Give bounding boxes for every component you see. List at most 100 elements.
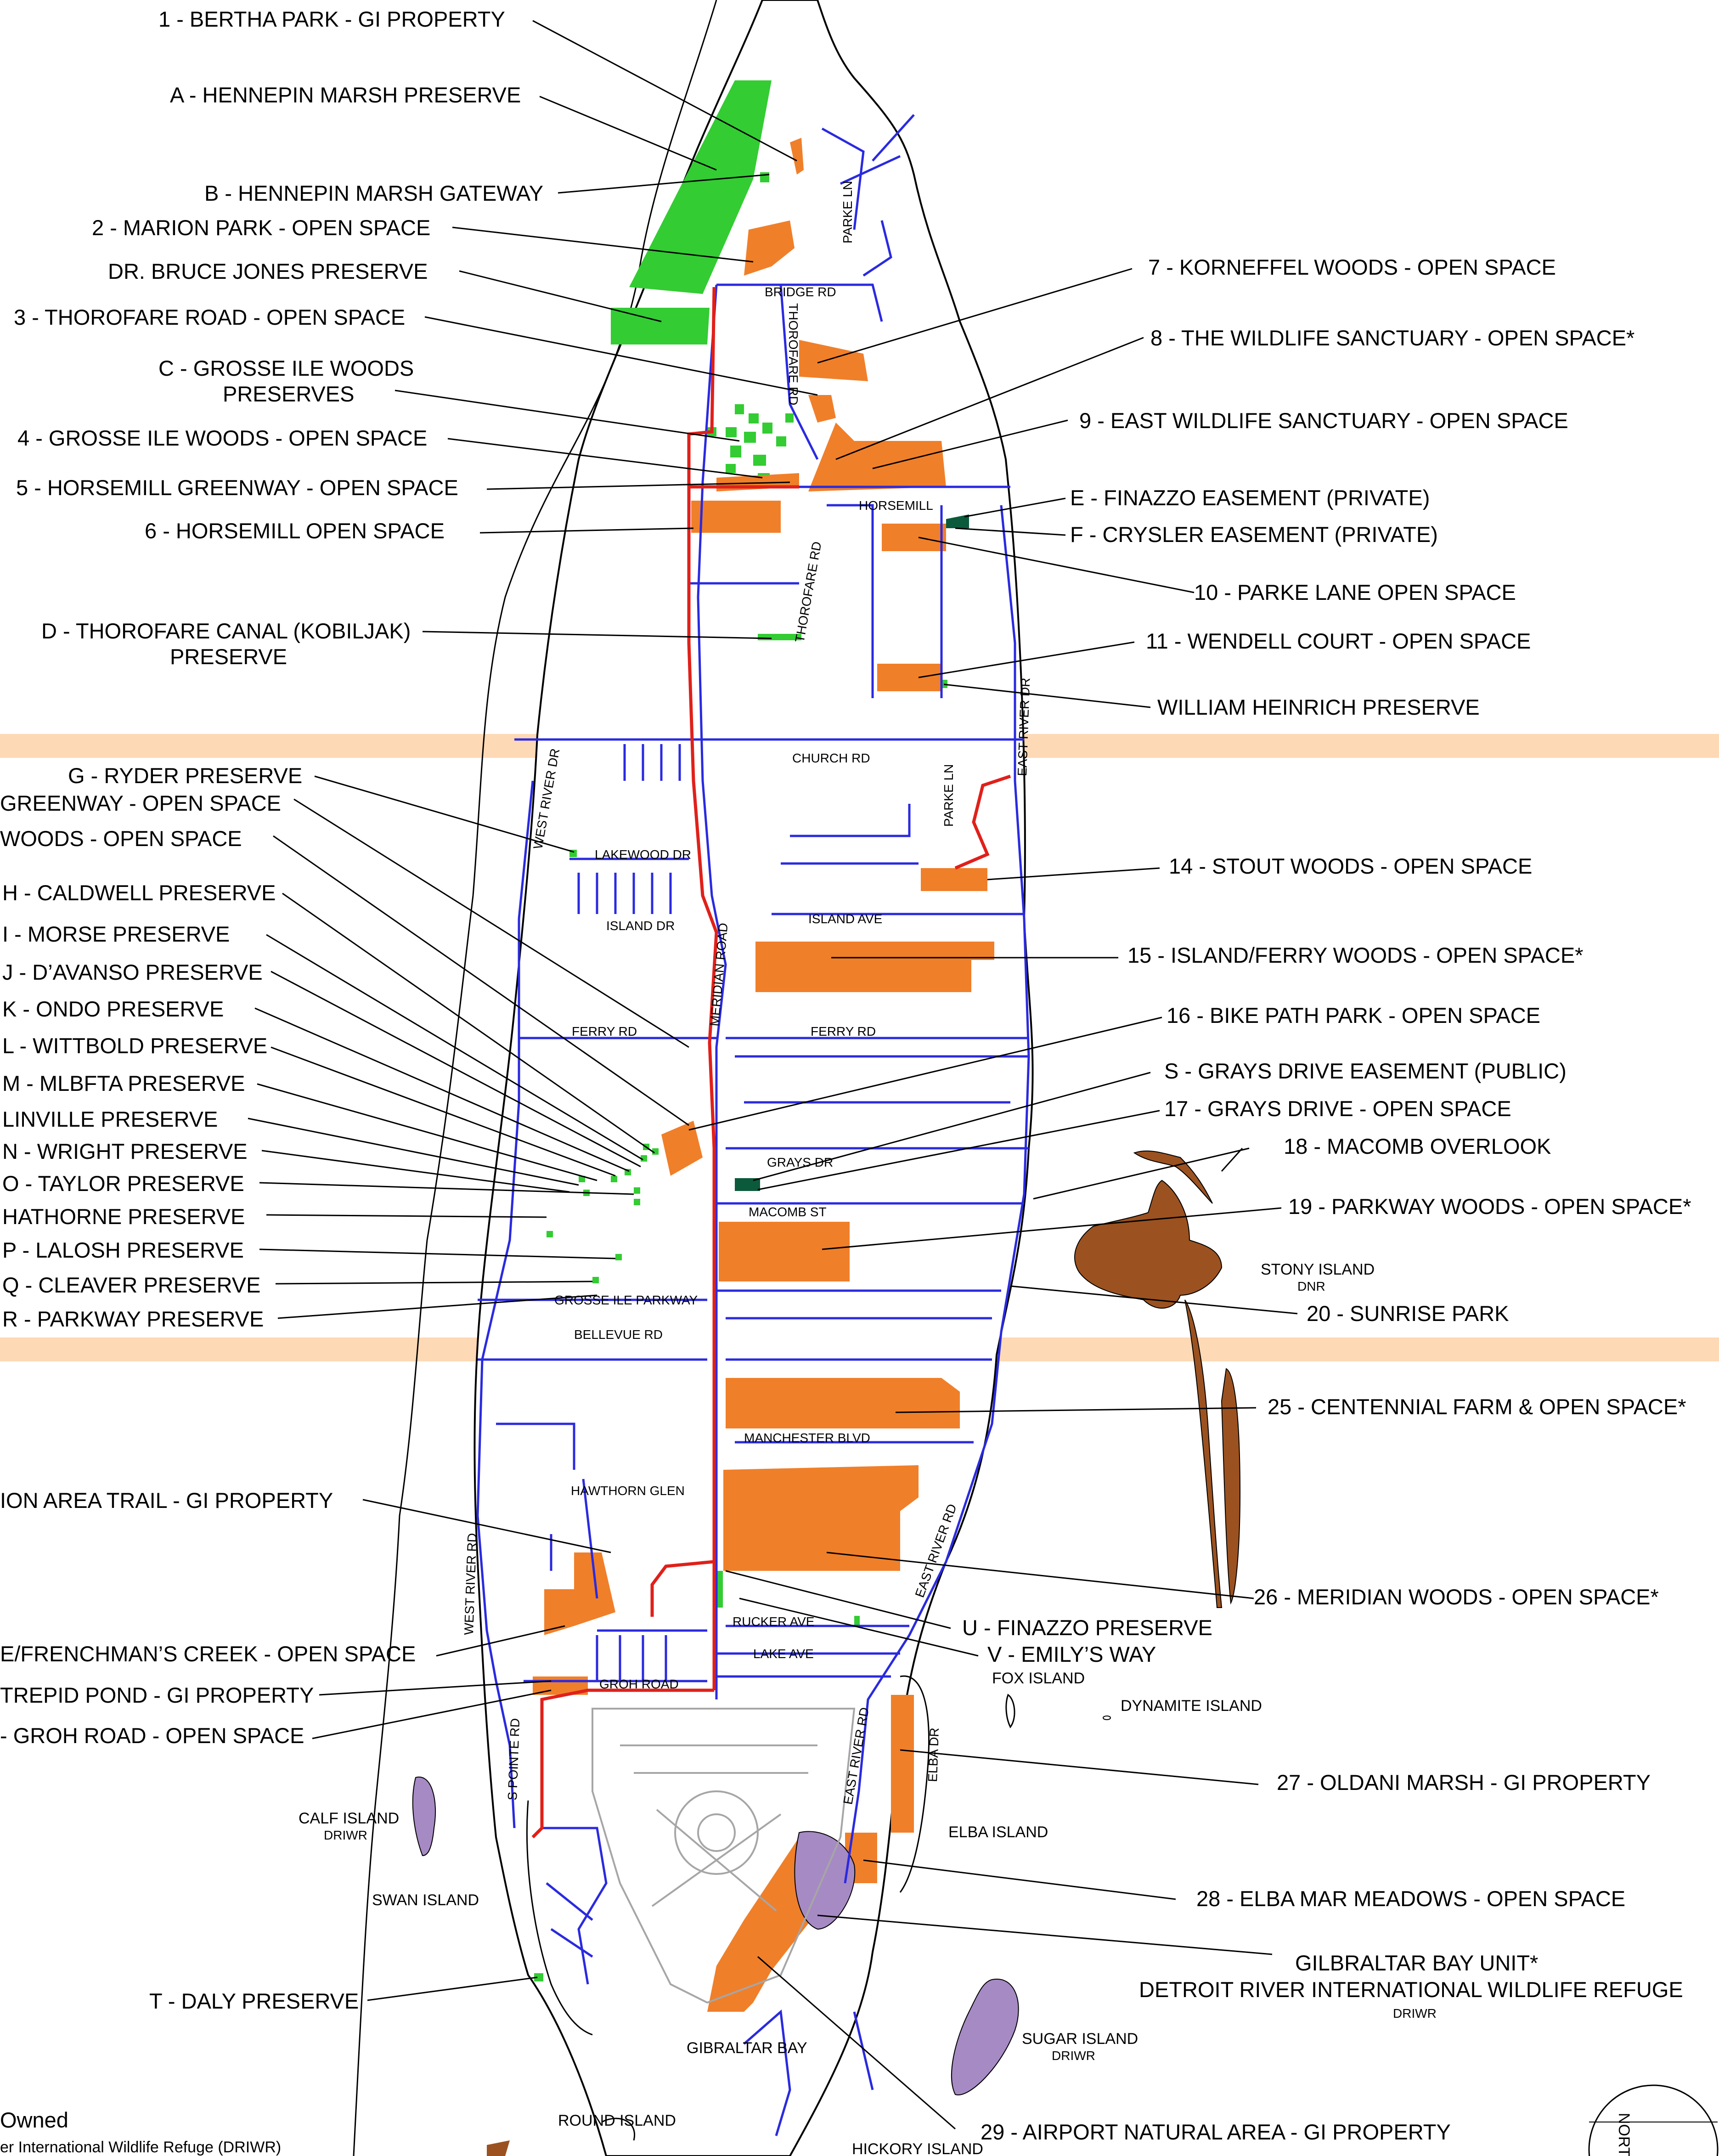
label-gibraltar-bay: GIBRALTAR BAY <box>687 2039 807 2057</box>
label-round-island: ROUND ISLAND <box>558 2112 676 2129</box>
label-calf-driwr: DRIWR <box>324 1828 367 1842</box>
wendell-court <box>877 664 941 691</box>
label-elba-island: ELBA ISLAND <box>948 1823 1048 1841</box>
street-macomb-st: MACOMB ST <box>749 1205 827 1219</box>
label-grays-drive-easement: S - GRAYS DRIVE EASEMENT (PUBLIC) <box>1164 1059 1567 1083</box>
label-grays-drive: 17 - GRAYS DRIVE - OPEN SPACE <box>1164 1096 1511 1121</box>
label-lalosh-preserve: P - LALOSH PRESERVE <box>2 1238 244 1262</box>
marion-park <box>744 220 795 276</box>
label-driwr-small: DRIWR <box>1393 2006 1437 2021</box>
fox-island <box>1005 1693 1015 1728</box>
parke-lane-open-space <box>882 524 946 551</box>
label-wright-preserve: N - WRIGHT PRESERVE <box>2 1139 248 1163</box>
label-cleaver-preserve: Q - CLEAVER PRESERVE <box>2 1273 260 1297</box>
label-finazzo-preserve: U - FINAZZO PRESERVE <box>962 1615 1212 1640</box>
finazzo-easement <box>946 514 969 528</box>
label-fox-island: FOX ISLAND <box>992 1670 1085 1687</box>
swan-island-outline <box>526 1800 593 2036</box>
label-meridian-woods: 26 - MERIDIAN WOODS - OPEN SPACE* <box>1254 1585 1659 1609</box>
label-ryder-preserve: G - RYDER PRESERVE <box>68 763 302 788</box>
label-hennepin-marsh-preserve: A - HENNEPIN MARSH PRESERVE <box>170 83 521 107</box>
label-parkway-preserve: R - PARKWAY PRESERVE <box>2 1307 264 1331</box>
label-horsemill-open-space: 6 - HORSEMILL OPEN SPACE <box>145 519 445 543</box>
label-grosse-ile-woods-preserves-2: PRESERVES <box>223 382 354 406</box>
island-ferry-woods <box>755 942 994 992</box>
label-grosse-ile-woods-preserves-1: C - GROSSE ILE WOODS <box>158 356 414 380</box>
left-labels: 1 - BERTHA PARK - GI PROPERTY A - HENNEP… <box>0 7 543 2013</box>
label-wittbold-preserve: L - WITTBOLD PRESERVE <box>2 1033 267 1058</box>
label-ion-area-trail: ION AREA TRAIL - GI PROPERTY <box>0 1488 333 1513</box>
bertha-park <box>790 138 804 175</box>
label-sugar-island: SUGAR ISLAND <box>1022 2030 1138 2048</box>
label-groh-road: - GROH ROAD - OPEN SPACE <box>0 1723 304 1748</box>
macomb-overlook <box>1133 1150 1213 1204</box>
west-river-drive <box>476 780 534 1829</box>
hennepin-marsh-gateway <box>760 172 769 182</box>
round-island <box>601 2117 635 2141</box>
label-stony-island: STONY ISLAND <box>1261 1261 1375 1278</box>
legend-driwr: er International Wildlife Refuge (DRIWR) <box>0 2139 281 2156</box>
label-horsemill-greenway: 5 - HORSEMILL GREENWAY - OPEN SPACE <box>16 475 458 500</box>
label-woods-open-space: WOODS - OPEN SPACE <box>0 826 242 851</box>
airport-grounds <box>592 1708 856 2004</box>
label-east-wildlife-sanctuary: 9 - EAST WILDLIFE SANCTUARY - OPEN SPACE <box>1079 408 1568 433</box>
elba-island <box>899 1675 930 1893</box>
label-caldwell-preserve: H - CALDWELL PRESERVE <box>2 880 276 905</box>
street-west-river-rd-south: WEST RIVER RD <box>462 1533 479 1635</box>
gibraltar-bay-unit <box>794 1831 856 1930</box>
label-morse-preserve: I - MORSE PRESERVE <box>2 922 230 946</box>
label-dynamite-island: DYNAMITE ISLAND <box>1121 1697 1262 1715</box>
street-thorofare-rd-north: THOROFARE RD <box>786 303 800 405</box>
label-korneffel-woods: 7 - KORNEFFEL WOODS - OPEN SPACE <box>1148 255 1556 279</box>
east-river-drive <box>844 505 1030 1884</box>
street-church-rd: CHURCH RD <box>792 751 870 765</box>
street-rucker-ave: RUCKER AVE <box>733 1614 814 1629</box>
meridian-woods <box>723 1465 919 1571</box>
north-arrow: NORT <box>1588 2084 1719 2156</box>
label-wendell-court: 11 - WENDELL COURT - OPEN SPACE <box>1146 629 1531 653</box>
label-bertha-park: 1 - BERTHA PARK - GI PROPERTY <box>158 7 505 31</box>
place-labels: STONY ISLAND DNR FOX ISLAND DYNAMITE ISL… <box>299 1261 1375 2156</box>
sugar-island <box>951 1978 1019 2095</box>
label-oldani-marsh: 27 - OLDANI MARSH - GI PROPERTY <box>1277 1770 1651 1795</box>
street-parke-ln-north: PARKE LN <box>840 181 855 243</box>
calf-island <box>412 1776 436 1857</box>
dynamite-island <box>1103 1716 1111 1720</box>
refuge-areas <box>412 1776 1019 2095</box>
street-island-dr: ISLAND DR <box>606 919 675 933</box>
label-swan-island: SWAN ISLAND <box>372 1891 479 1909</box>
street-ferry-rd-west: FERRY RD <box>572 1024 637 1038</box>
label-gibraltar-bay-unit: GILBRALTAR BAY UNIT* <box>1295 1951 1538 1975</box>
label-centennial-farm: 25 - CENTENNIAL FARM & OPEN SPACE* <box>1268 1394 1686 1419</box>
leader-lines <box>248 20 1298 2130</box>
label-hathorne-preserve: HATHORNE PRESERVE <box>2 1204 245 1229</box>
street-manchester-blvd: MANCHESTER BLVD <box>744 1431 870 1445</box>
label-detroit-river-refuge: DETROIT RIVER INTERNATIONAL WILDLIFE REF… <box>1139 1977 1683 2002</box>
label-william-heinrich: WILLIAM HEINRICH PRESERVE <box>1157 695 1480 719</box>
finazzo-preserve <box>716 1571 723 1608</box>
grosse-ile-woods-preserves <box>707 404 794 483</box>
wildlife-sanctuary <box>808 395 836 423</box>
street-s-pointe-rd: S POINTE RD <box>505 1718 522 1800</box>
street-grosse-ile-parkway: GROSSE ILE PARKWAY <box>554 1293 698 1307</box>
label-dr-bruce-jones: DR. BRUCE JONES PRESERVE <box>108 259 428 283</box>
label-thorofare-canal-1: D - THOROFARE CANAL (KOBILJAK) <box>41 619 411 643</box>
label-bike-path-park: 16 - BIKE PATH PARK - OPEN SPACE <box>1167 1003 1540 1027</box>
meridian-road-street <box>697 284 727 1699</box>
korneffel-woods <box>799 340 868 381</box>
horsemill-open-space <box>691 501 781 533</box>
label-frenchmans-creek: E/FRENCHMAN’S CREEK - OPEN SPACE <box>0 1642 416 1666</box>
daly-preserve <box>534 1973 543 1981</box>
oldani-marsh <box>891 1695 914 1833</box>
stony-island-spit <box>1184 1299 1241 1608</box>
street-groh-road: GROH ROAD <box>599 1677 679 1691</box>
label-hickory-island: HICKORY ISLAND <box>852 2140 983 2156</box>
label-davanso-preserve: J - D’AVANSO PRESERVE <box>2 960 263 984</box>
label-ondo-preserve: K - ONDO PRESERVE <box>2 997 224 1021</box>
label-emilys-way: V - EMILY’S WAY <box>987 1642 1156 1666</box>
legend-owned: Owned <box>0 2108 68 2132</box>
label-daly-preserve: T - DALY PRESERVE <box>149 1989 359 2013</box>
stony-island <box>1074 1180 1223 1309</box>
label-greenway-open-space: GREENWAY - OPEN SPACE <box>0 791 281 815</box>
right-labels: 7 - KORNEFFEL WOODS - OPEN SPACE 8 - THE… <box>962 255 1691 2144</box>
